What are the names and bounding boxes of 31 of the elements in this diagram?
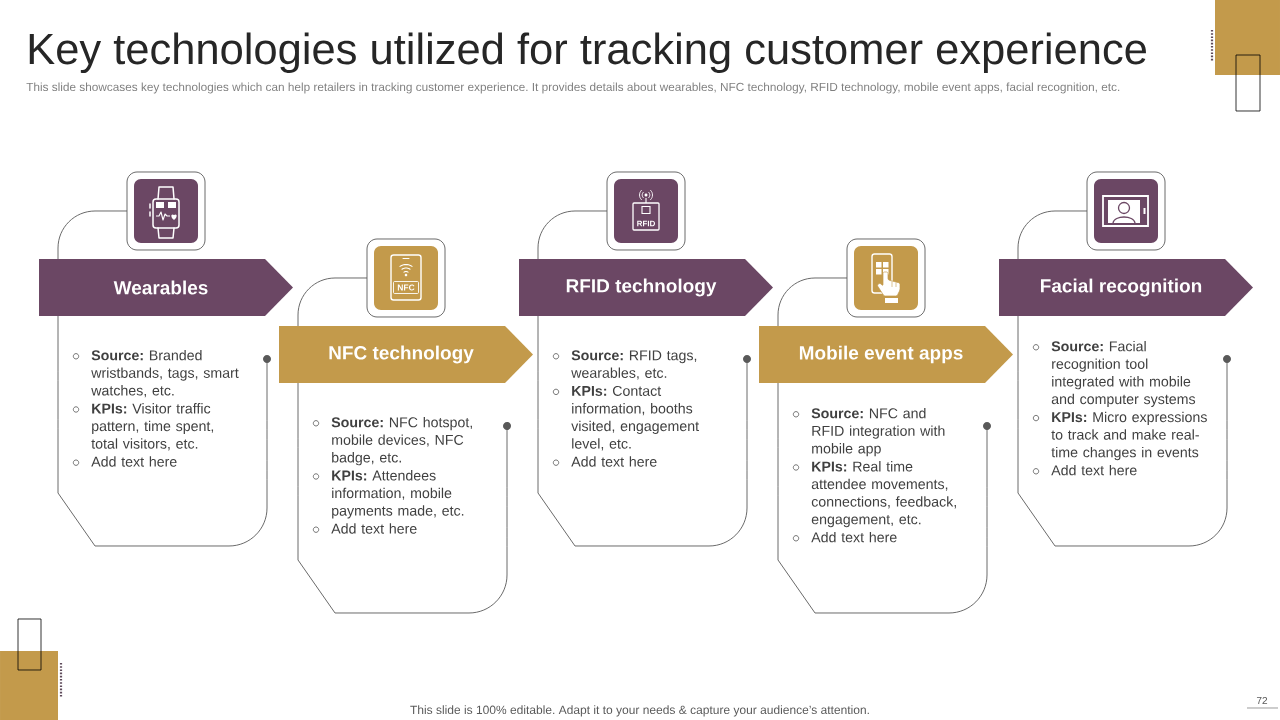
bullet-text: Source: Branded wristbands, tags, smart watches, etc. [91, 349, 239, 398]
slide-title: Key technologies utilized for tracking customer experience [29, 32, 1146, 74]
bullet-text: Add text here [811, 531, 897, 543]
text-card [537, 210, 748, 547]
page-number: 72 [1256, 697, 1268, 704]
bullet-text: KPIs: Attendees information, mobile payments made, etc. [332, 470, 464, 519]
bullet-text: Source: NFC and RFID integration with mobile app [811, 407, 945, 457]
icon-text: RFID [637, 220, 655, 227]
bullet-text: Source: NFC hotspot, mobile devices, NFC badge, etc. [331, 416, 472, 466]
chevron-banner: RFID technology [519, 259, 773, 316]
bullet-text: KPIs: Contact information, booths visited, engagement level, etc. [571, 385, 699, 451]
chevron-banner: NFC technology [279, 326, 533, 383]
bullet-text: Source: Facial recognition tool integrated with mobile and computer systems [1051, 340, 1196, 407]
bullet-text: Add text here [331, 523, 417, 534]
text-card [1017, 210, 1228, 547]
bullet-text: KPIs: Visitor traffic pattern, time spent, total visitors, etc. [91, 403, 214, 451]
text-card [57, 210, 268, 547]
bullet-text: Add text here [91, 456, 177, 467]
icon-text: NFC [397, 284, 415, 291]
bullet-text: KPIs: Real time attendee movements, connections, feedback, engagement, etc. [811, 461, 956, 528]
chevron-banner: Mobile event apps [759, 326, 1013, 383]
subtitle: This slide showcases key technologies which can help retailers in tracking customer experience. It provides details about wearables, NFC technology, RFID technology, mobile event apps, facial recognition, etc. [26, 82, 1120, 94]
bullet-text: Add text here [571, 456, 657, 467]
bullet-text: Add text here [1051, 464, 1137, 476]
bullet-text: Source: RFID tags, wearables, etc. [571, 350, 697, 380]
bullet-text: KPIs: Micro expressions to track and make real-time changes in events [1051, 411, 1207, 461]
text-card [777, 277, 988, 614]
footer-note: This slide is 100% editable. Adapt it to your needs & capture your audience’s attention. [410, 705, 869, 717]
text-card [297, 277, 508, 614]
chevron-banner: Wearables [39, 259, 293, 316]
chevron-banner: Facial recognition [999, 259, 1253, 316]
